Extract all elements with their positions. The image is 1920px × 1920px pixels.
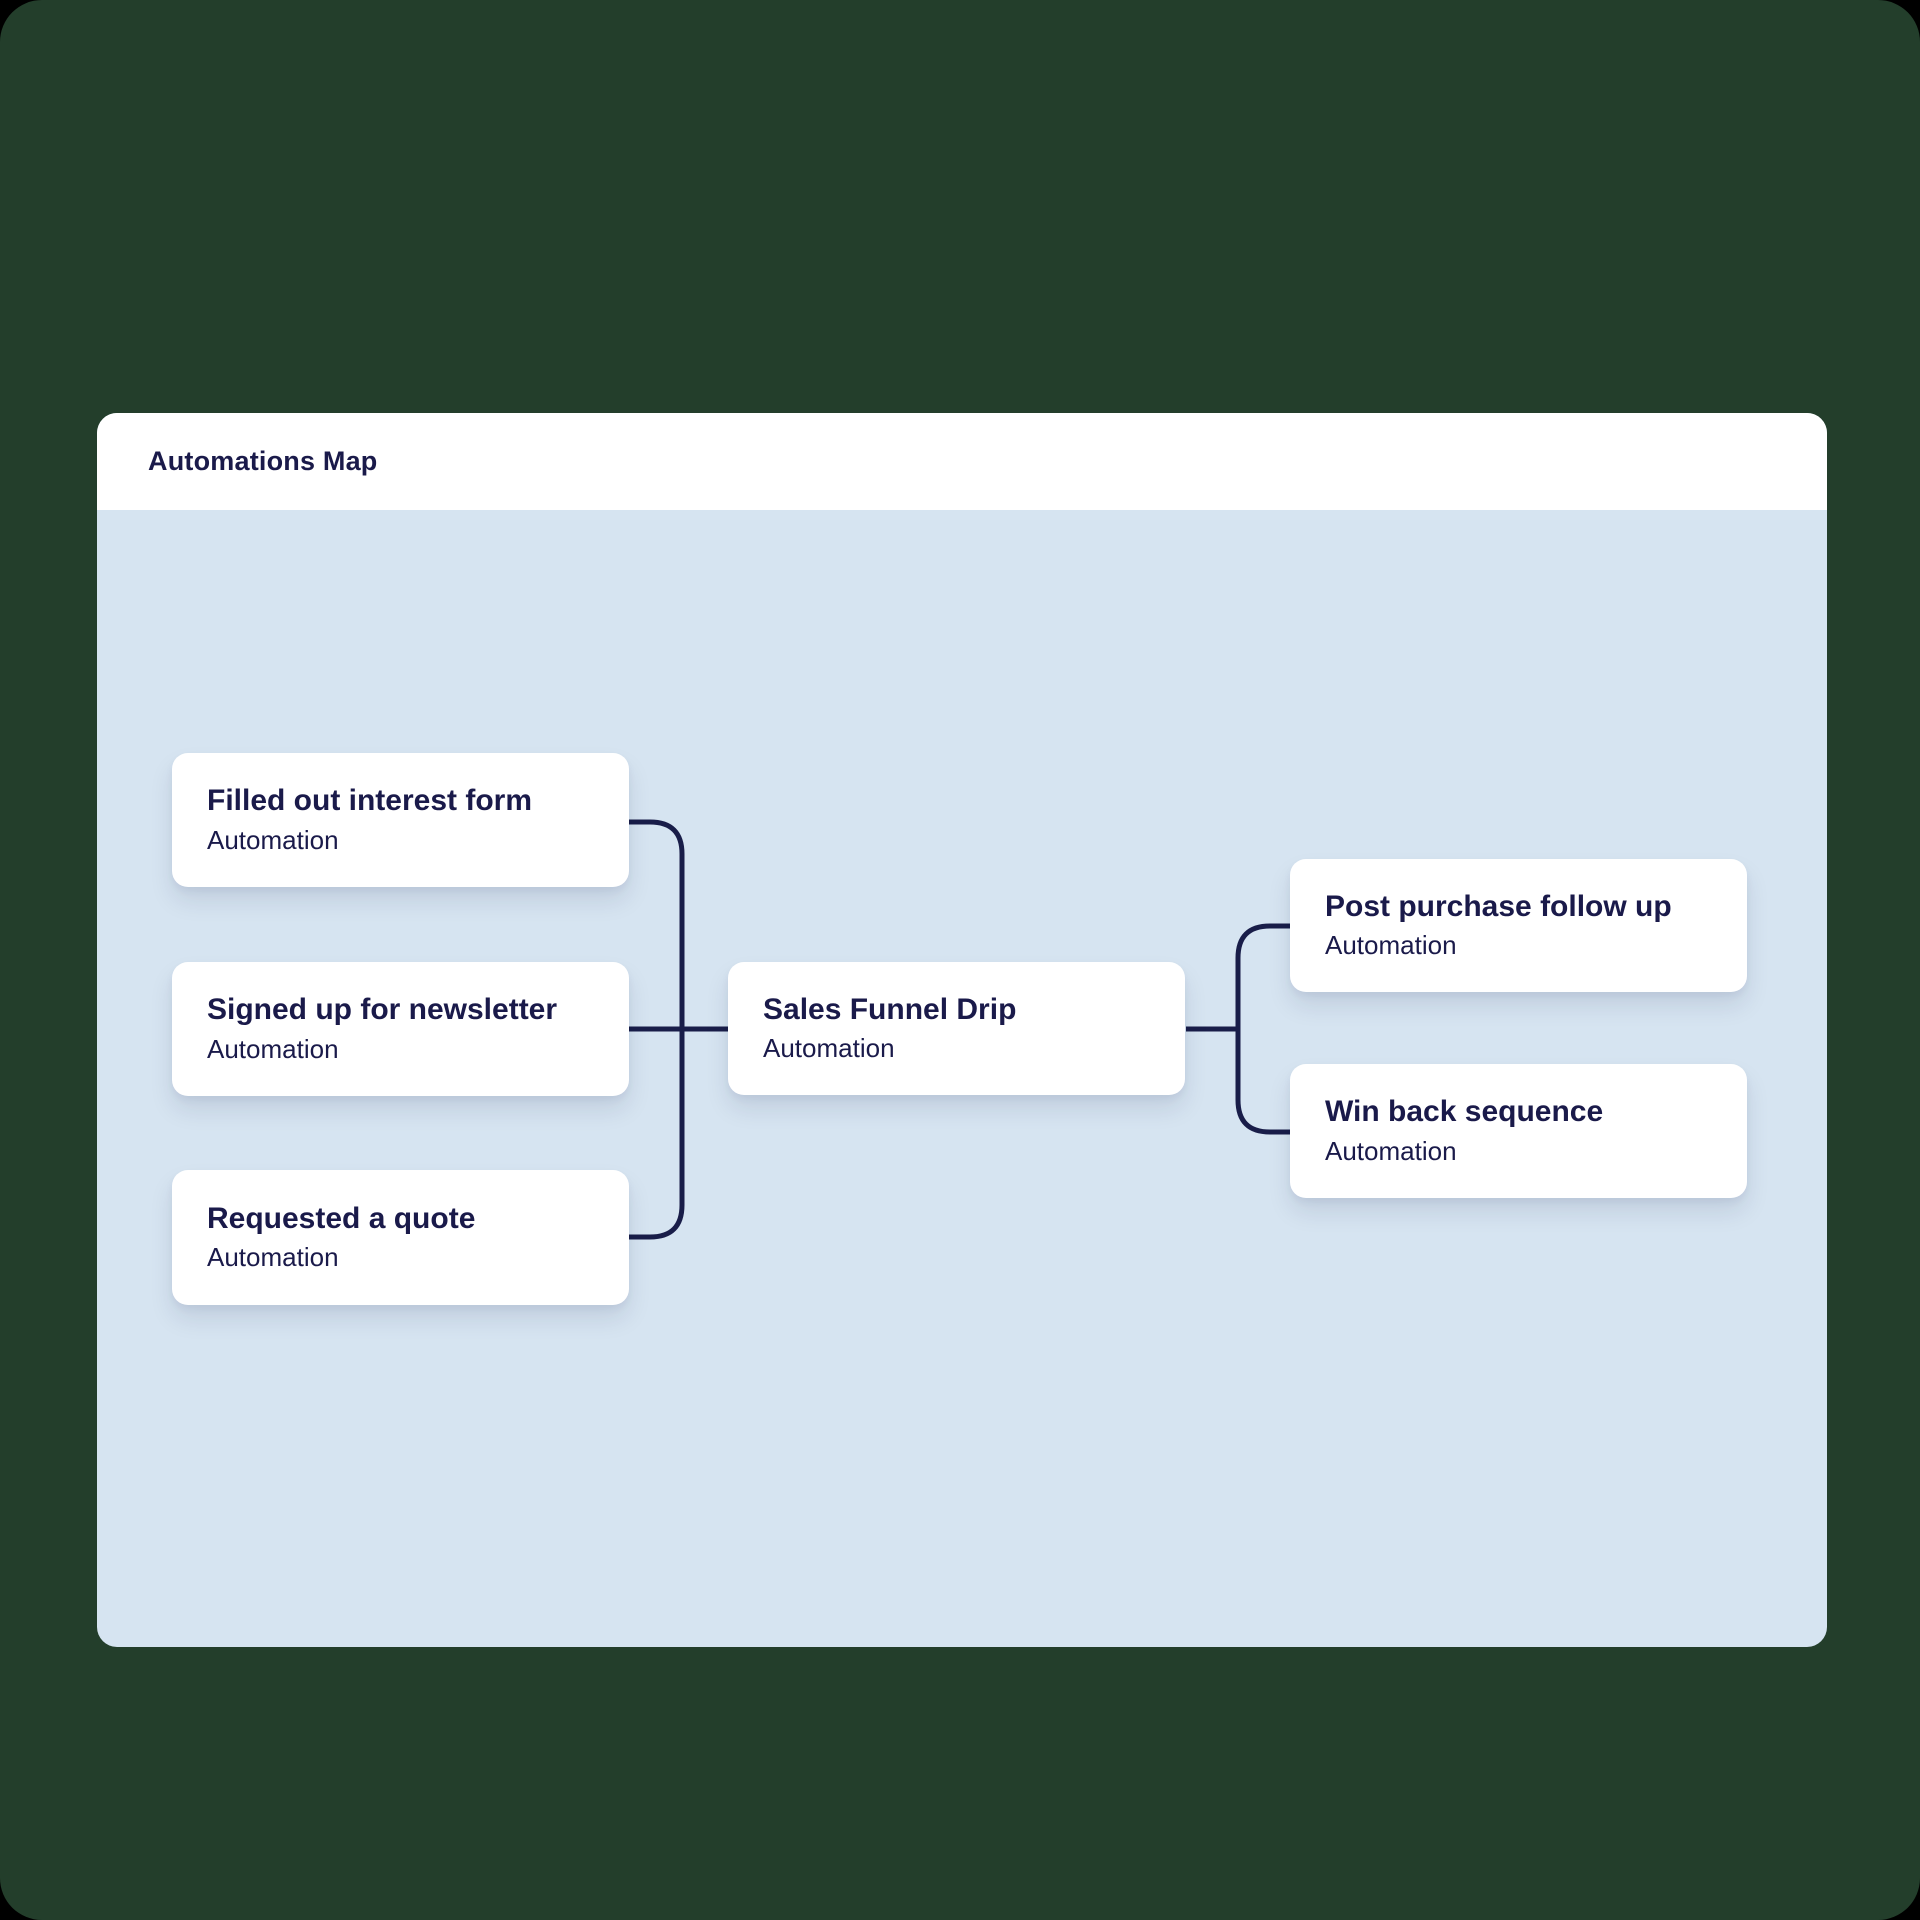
node-win-back-sequence[interactable]: Win back sequence Automation (1290, 1064, 1747, 1198)
panel-header: Automations Map (97, 413, 1827, 510)
node-post-purchase-follow-up[interactable]: Post purchase follow up Automation (1290, 859, 1747, 992)
automations-map-panel: Automations Map Filled out interest form… (97, 413, 1827, 1647)
node-subtitle: Automation (207, 824, 339, 855)
node-title: Sales Funnel Drip (763, 992, 1017, 1026)
node-title: Filled out interest form (207, 784, 533, 818)
connector-lines (629, 819, 1290, 1240)
node-subtitle: Automation (207, 1242, 339, 1273)
node-requested-a-quote[interactable]: Requested a quote Automation (172, 1170, 629, 1305)
node-sales-funnel-drip[interactable]: Sales Funnel Drip Automation (728, 962, 1185, 1095)
node-subtitle: Automation (1325, 1135, 1457, 1166)
node-filled-out-interest-form[interactable]: Filled out interest form Automation (172, 753, 629, 887)
node-subtitle: Automation (763, 1033, 895, 1064)
automations-map-canvas: Filled out interest form Automation Sign… (97, 510, 1827, 1647)
node-title: Signed up for newsletter (207, 993, 558, 1027)
node-subtitle: Automation (1325, 930, 1457, 961)
node-signed-up-for-newsletter[interactable]: Signed up for newsletter Automation (172, 962, 629, 1096)
node-title: Post purchase follow up (1325, 889, 1672, 923)
node-title: Requested a quote (207, 1201, 476, 1235)
panel-title: Automations Map (148, 446, 378, 476)
node-subtitle: Automation (207, 1033, 339, 1064)
node-title: Win back sequence (1325, 1095, 1604, 1129)
connector-right-bracket (1235, 923, 1290, 1135)
